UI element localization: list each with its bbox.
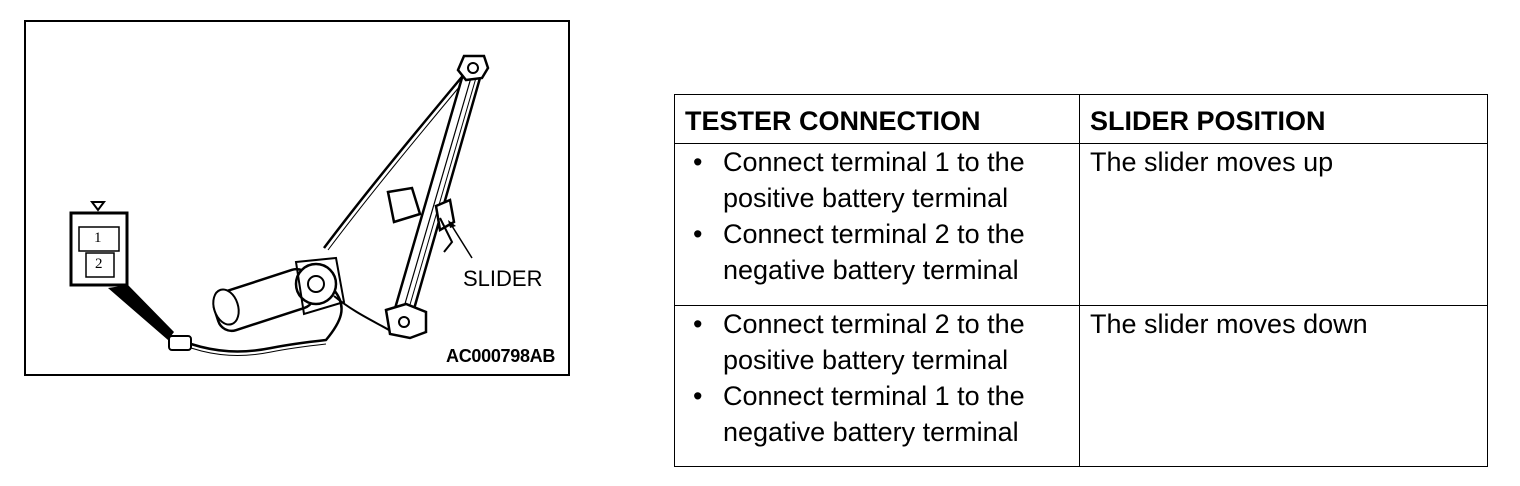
tester-connection-cell: Connect terminal 1 to the positive batte…	[674, 143, 1080, 306]
slider-position-cell: The slider moves up	[1079, 143, 1488, 306]
slider-callout: SLIDER	[463, 266, 543, 291]
plug-icon	[168, 335, 192, 351]
tester-connection-cell: Connect terminal 2 to the positive batte…	[674, 304, 1080, 467]
list-item: Connect terminal 1 to the positive batte…	[685, 144, 1069, 216]
header-slider-position: SLIDER POSITION	[1079, 94, 1488, 144]
motor-icon	[212, 256, 346, 333]
window-regulator-figure: 1 2 SLIDER AC000798AB	[24, 20, 570, 376]
connection-steps: Connect terminal 2 to the positive batte…	[685, 306, 1069, 450]
slider-position-cell: The slider moves down	[1079, 304, 1488, 467]
table-row: Connect terminal 1 to the positive batte…	[674, 143, 1488, 306]
slider-result: The slider moves up	[1090, 147, 1334, 177]
table-header-row: TESTER CONNECTION SLIDER POSITION	[674, 94, 1488, 144]
list-item: Connect terminal 2 to the positive batte…	[685, 306, 1069, 378]
header-tester-connection: TESTER CONNECTION	[674, 94, 1080, 144]
window-regulator-illustration	[69, 54, 490, 356]
connector-pin-2: 2	[95, 256, 103, 272]
tester-connection-table: TESTER CONNECTION SLIDER POSITION Connec…	[674, 94, 1488, 467]
connector-pointer	[108, 285, 174, 340]
slider-result: The slider moves down	[1090, 308, 1368, 339]
connector-marker-icon	[90, 201, 106, 212]
list-item: Connect terminal 2 to the negative batte…	[685, 216, 1069, 288]
figure-code: AC000798AB	[446, 346, 556, 366]
table-row: Connect terminal 2 to the positive batte…	[674, 304, 1488, 467]
connector-pin-1: 1	[94, 230, 102, 246]
connection-steps: Connect terminal 1 to the positive batte…	[685, 144, 1069, 288]
list-item: Connect terminal 1 to the negative batte…	[685, 378, 1069, 450]
connector-housing	[69, 211, 129, 287]
